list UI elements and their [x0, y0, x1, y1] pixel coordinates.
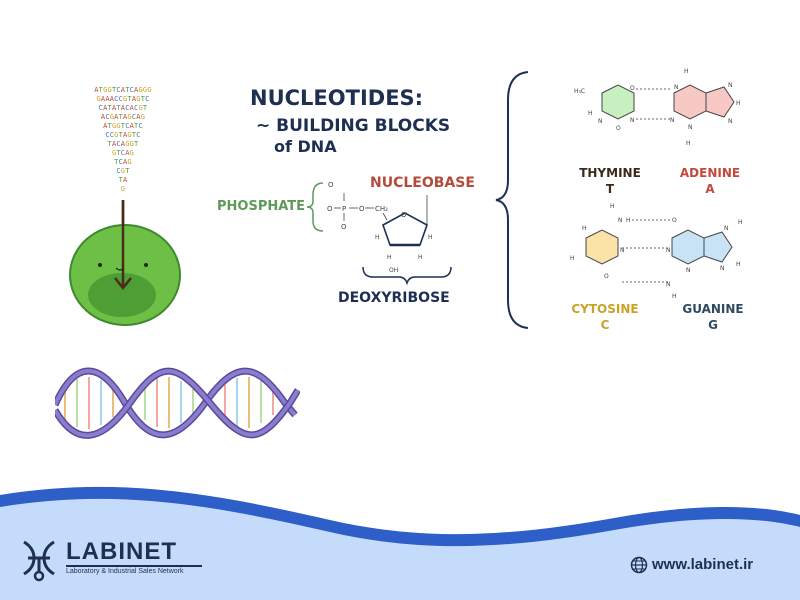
dna-sequence-row: GTCAG	[111, 149, 135, 157]
svg-text:N: N	[630, 117, 635, 124]
svg-text:N: N	[618, 217, 623, 224]
dna-sequence-row: TACAGGT	[107, 140, 139, 148]
cytosine-letter: C	[600, 318, 610, 332]
thymine-ring	[601, 84, 635, 120]
dna-sequence-row: TA	[118, 176, 128, 184]
guanine-letter: G	[708, 318, 718, 332]
svg-text:H: H	[610, 203, 615, 210]
svg-text:N: N	[598, 118, 603, 125]
dna-sequence-row: ACGATAGCAG	[100, 113, 146, 121]
svg-text:O: O	[341, 223, 347, 231]
svg-text:OH: OH	[389, 267, 398, 274]
svg-text:O: O	[604, 273, 609, 280]
labinet-logo-icon	[23, 540, 55, 582]
cytosine-guanine-pair: H N H N O H H O N N H N H H N N	[570, 203, 743, 300]
cytosine-ring	[585, 229, 619, 265]
svg-text:P: P	[342, 205, 346, 213]
svg-text:H: H	[736, 261, 741, 268]
thymine-label: THYMINE	[579, 166, 641, 180]
svg-text:H: H	[582, 225, 587, 232]
dna-helix-illustration	[55, 367, 300, 439]
heading-line1: ~ BUILDING BLOCKS	[256, 116, 451, 136]
phosphate-brace	[306, 182, 324, 232]
svg-text:O: O	[327, 205, 333, 213]
cell-illustration	[69, 200, 181, 326]
svg-text:H: H	[736, 100, 741, 107]
dna-sequence-row: G	[120, 185, 126, 193]
svg-text:O: O	[359, 205, 365, 213]
deoxyribose-ring	[382, 212, 428, 246]
svg-text:N: N	[728, 118, 733, 125]
dna-sequence-row: ATGGTCATC	[103, 122, 143, 130]
svg-text:H: H	[570, 255, 575, 262]
svg-text:N: N	[728, 82, 733, 89]
svg-text:N: N	[666, 281, 671, 288]
svg-text:N: N	[720, 265, 725, 272]
svg-text:H: H	[738, 219, 743, 226]
dna-sequence-row: GAAACCGTAGTC	[96, 95, 150, 103]
nucleobase-label: NUCLEOBASE	[370, 175, 475, 191]
svg-text:N: N	[666, 247, 671, 254]
svg-text:N: N	[724, 225, 729, 232]
adenine-ring-5	[705, 86, 735, 118]
brand-divider	[66, 565, 202, 567]
thymine-letter: T	[605, 182, 615, 196]
dna-sequence-row: TCAG	[114, 158, 132, 166]
heading-title: NUCLEOTIDES:	[250, 86, 424, 110]
phosphate-label: PHOSPHATE	[217, 199, 305, 214]
footer-wave	[0, 486, 800, 600]
svg-text:O: O	[401, 211, 407, 219]
helix-strand-back-highlight	[55, 369, 297, 437]
helix-strand-front-highlight	[55, 369, 300, 438]
thymine-adenine-pair: H₃C O N O N H N N H N H N N H	[574, 68, 741, 147]
svg-text:H: H	[428, 234, 433, 241]
nucleotide-structure: PHOSPHATE O O P O O CH₂ NUCLEOBASE O H H…	[217, 175, 475, 306]
dna-sequence-row: CCGTAGTC	[105, 131, 141, 139]
svg-text:H: H	[588, 110, 593, 117]
guanine-label: GUANINE	[682, 302, 744, 316]
deoxyribose-label: DEOXYRIBOSE	[338, 290, 450, 306]
adenine-ring-6	[673, 84, 707, 120]
svg-text:H: H	[626, 217, 631, 224]
svg-text:N: N	[674, 84, 679, 91]
guanine-ring-5	[703, 231, 733, 263]
bases-brace	[495, 71, 529, 329]
svg-text:H: H	[684, 68, 689, 75]
cell-mouth	[115, 267, 125, 271]
dna-sequence-row: CGT	[116, 167, 130, 175]
adenine-letter: A	[705, 182, 715, 196]
cell-nucleus	[88, 273, 156, 317]
guanine-ring-6	[671, 229, 705, 265]
svg-text:N: N	[620, 247, 625, 254]
deoxyribose-brace	[362, 266, 452, 286]
svg-text:N: N	[670, 117, 675, 124]
arrow-head-icon	[114, 277, 132, 291]
svg-text:H: H	[387, 254, 392, 261]
svg-text:O: O	[328, 181, 334, 189]
brand-tagline: Laboratory & Industrial Sales Network	[66, 568, 184, 575]
svg-text:H: H	[375, 234, 380, 241]
dna-sequence-row: ATGGTCATCAGGG	[94, 86, 152, 94]
adenine-label: ADENINE	[679, 166, 741, 180]
svg-text:CH₂: CH₂	[375, 205, 388, 213]
svg-text:N: N	[688, 124, 693, 131]
svg-text:H₃C: H₃C	[574, 88, 585, 95]
cytosine-label: CYTOSINE	[571, 302, 639, 316]
brand-name: LABINET	[66, 538, 177, 565]
cell-eye-left	[98, 263, 102, 267]
helix-strand-back	[55, 367, 298, 439]
svg-text:H: H	[686, 140, 691, 147]
heading-line2: of DNA	[274, 137, 337, 156]
svg-text:O: O	[630, 85, 635, 92]
svg-text:N: N	[686, 267, 691, 274]
svg-text:H: H	[672, 293, 677, 300]
dna-sequence-row: CATATACACGT	[98, 104, 148, 112]
cell-eye-right	[144, 263, 148, 267]
svg-text:O: O	[672, 217, 677, 224]
website-link[interactable]: www.labinet.ir	[652, 556, 754, 573]
globe-icon	[630, 556, 648, 574]
svg-text:H: H	[418, 254, 423, 261]
svg-text:O: O	[616, 125, 621, 132]
